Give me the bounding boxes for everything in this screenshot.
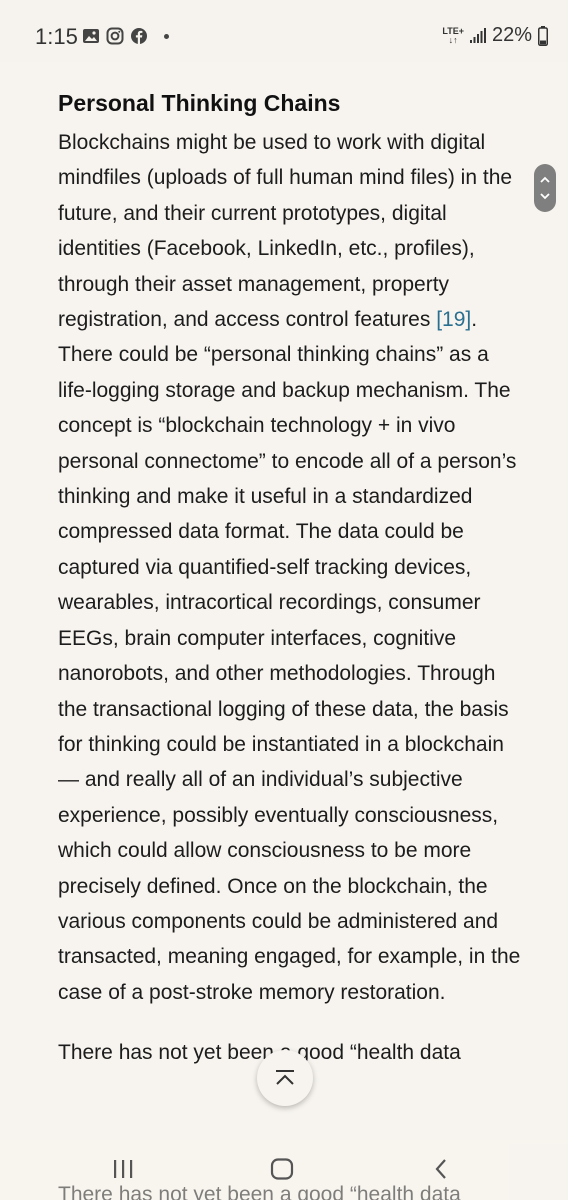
reference-link[interactable]: [19] <box>436 308 472 332</box>
lte-indicator: LTE+ ↓↑ <box>442 25 464 45</box>
status-bar: 1:15 LTE+ ↓↑ <box>0 0 568 62</box>
article-paragraph: Blockchains might be used to work with d… <box>58 125 528 1010</box>
fast-scroll-handle[interactable] <box>534 164 556 212</box>
instagram-icon <box>106 27 124 45</box>
battery-icon <box>538 25 548 46</box>
back-to-top-button[interactable] <box>257 1050 313 1106</box>
network-type: LTE+ <box>442 25 464 36</box>
notification-icons <box>82 27 169 45</box>
system-nav-bar: There has not yet been a good “health da… <box>0 1140 568 1200</box>
data-arrows-icon: ↓↑ <box>448 34 458 45</box>
system-status: LTE+ ↓↑ 22% <box>442 24 548 47</box>
facebook-icon <box>131 28 147 44</box>
recent-apps-button[interactable] <box>103 1154 143 1184</box>
paragraph-text: Blockchains might be used to work with d… <box>58 131 513 332</box>
recent-apps-icon <box>114 1160 133 1178</box>
chevron-down-icon <box>540 193 550 200</box>
gallery-icon <box>83 29 99 43</box>
scroll-to-top-icon <box>276 1070 294 1085</box>
status-time: 1:15 <box>35 24 78 49</box>
notification-dot <box>164 33 169 39</box>
chevron-up-icon <box>540 176 550 183</box>
signal-icon <box>469 27 486 43</box>
ghost-text-behind-navbar: There has not yet been a good “health da… <box>58 1183 461 1200</box>
back-button[interactable] <box>421 1154 461 1184</box>
paragraph-text-continued: . There could be “personal thinking chai… <box>58 308 521 1004</box>
home-icon <box>270 1158 294 1180</box>
home-button[interactable] <box>262 1154 302 1184</box>
article-content: Personal Thinking Chains Blockchains mig… <box>58 85 528 1071</box>
battery-percent: 22% <box>491 24 532 46</box>
article-paragraph-2: There has not yet been a good “health da… <box>58 1041 461 1065</box>
section-heading: Personal Thinking Chains <box>58 90 341 116</box>
back-icon <box>435 1159 446 1179</box>
